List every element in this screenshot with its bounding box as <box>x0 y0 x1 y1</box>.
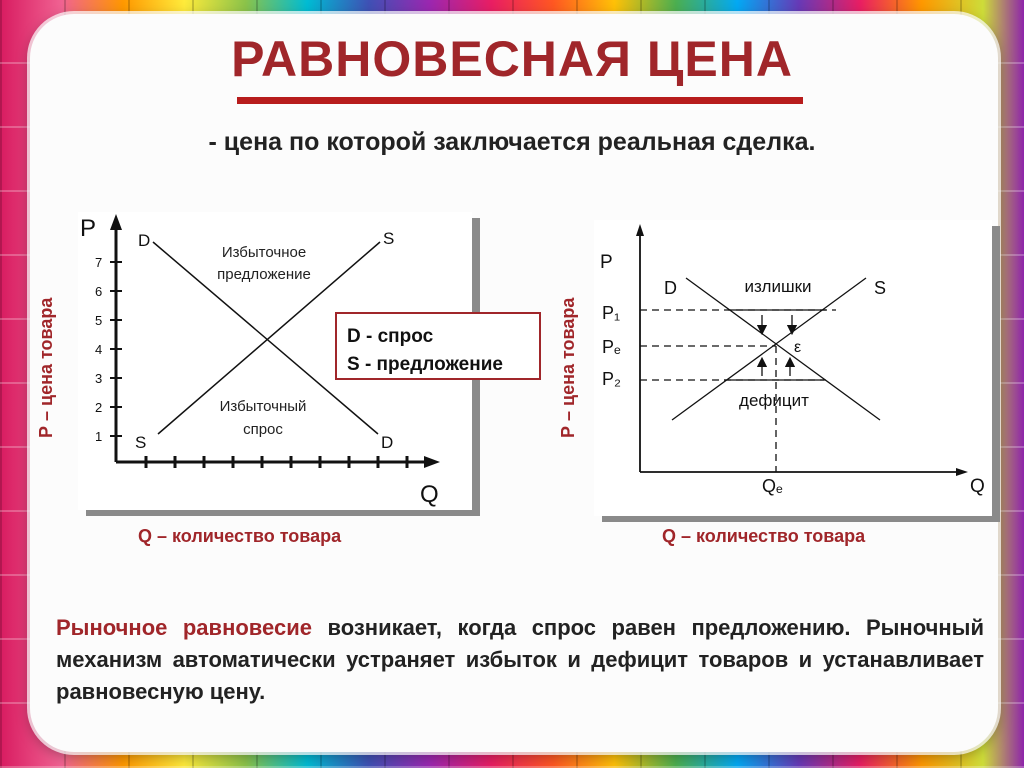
p1-label: P₁ <box>602 303 620 323</box>
right-supply-line <box>671 277 867 421</box>
right-q-axis-label: Q <box>970 476 985 497</box>
slide-title: РАВНОВЕСНАЯ ЦЕНА <box>231 31 793 87</box>
left-p-arrow <box>110 214 122 230</box>
right-q-arrow <box>956 468 968 476</box>
left-y-ticks <box>110 261 122 437</box>
left-x-ticks <box>144 456 409 468</box>
right-p-arrow <box>636 224 644 236</box>
left-supply-line <box>157 241 381 435</box>
surplus-label-line1: Избыточное <box>222 244 306 261</box>
left-q-caption: Q – количество товара <box>138 526 342 546</box>
left-q-axis-label: Q <box>420 481 439 508</box>
qe-label: Qₑ <box>762 476 783 496</box>
title-underline <box>237 97 803 104</box>
highlight-term: Рыночное равновесие <box>56 615 312 640</box>
surplus-label: излишки <box>744 277 811 296</box>
right-graph-svg: P Q P₁ Pₑ P₂ Qₑ D S ε излишки дефицит <box>600 224 985 497</box>
p2-label: P₂ <box>602 369 621 389</box>
left-d-bottom-label: D <box>381 433 393 452</box>
shortage-label-line1: Избыточный <box>220 398 307 415</box>
legend-demand: D - спрос <box>347 326 434 347</box>
left-p-caption: Р – цена товара <box>36 297 56 438</box>
left-s-bottom-label: S <box>135 433 146 452</box>
right-q-caption: Q – количество товара <box>662 526 866 546</box>
left-p-axis-label: P <box>80 215 96 242</box>
legend-supply: S - предложение <box>347 354 503 375</box>
equilibrium-point-label: ε <box>794 339 801 356</box>
tick-label-4: 4 <box>95 342 102 357</box>
left-y-tick-labels: 1 2 3 4 5 6 7 <box>95 255 102 444</box>
tick-label-2: 2 <box>95 400 102 415</box>
shortage-label-line2: спрос <box>243 421 283 438</box>
right-s-label: S <box>874 278 886 298</box>
surplus-label-line2: предложение <box>217 266 311 283</box>
left-demand-line <box>152 241 379 435</box>
tick-label-3: 3 <box>95 371 102 386</box>
right-demand-line <box>685 277 881 421</box>
tick-label-1: 1 <box>95 429 102 444</box>
definition-paragraph: Рыночное равновесие возникает, когда спр… <box>56 612 984 708</box>
tick-label-5: 5 <box>95 313 102 328</box>
right-graph: P Q P₁ Pₑ P₂ Qₑ D S ε излишки дефицит <box>594 220 992 516</box>
left-s-top-label: S <box>383 229 394 248</box>
deficit-label: дефицит <box>739 391 809 410</box>
right-d-label: D <box>664 278 677 298</box>
legend-box: D - спрос S - предложение <box>335 312 541 380</box>
slide-subtitle: - цена по которой заключается реальная с… <box>208 128 816 156</box>
right-p-caption: Р – цена товара <box>558 297 578 438</box>
left-q-arrow <box>424 456 440 468</box>
tick-label-7: 7 <box>95 255 102 270</box>
paragraph-body: возникает, когда спрос равен предложению… <box>56 615 984 704</box>
tick-label-6: 6 <box>95 284 102 299</box>
left-d-top-label: D <box>138 231 150 250</box>
pe-label: Pₑ <box>602 337 621 357</box>
left-graph-svg: 1 2 3 4 5 6 7 P Q D S S D <box>80 214 440 508</box>
right-p-axis-label: P <box>600 252 613 273</box>
